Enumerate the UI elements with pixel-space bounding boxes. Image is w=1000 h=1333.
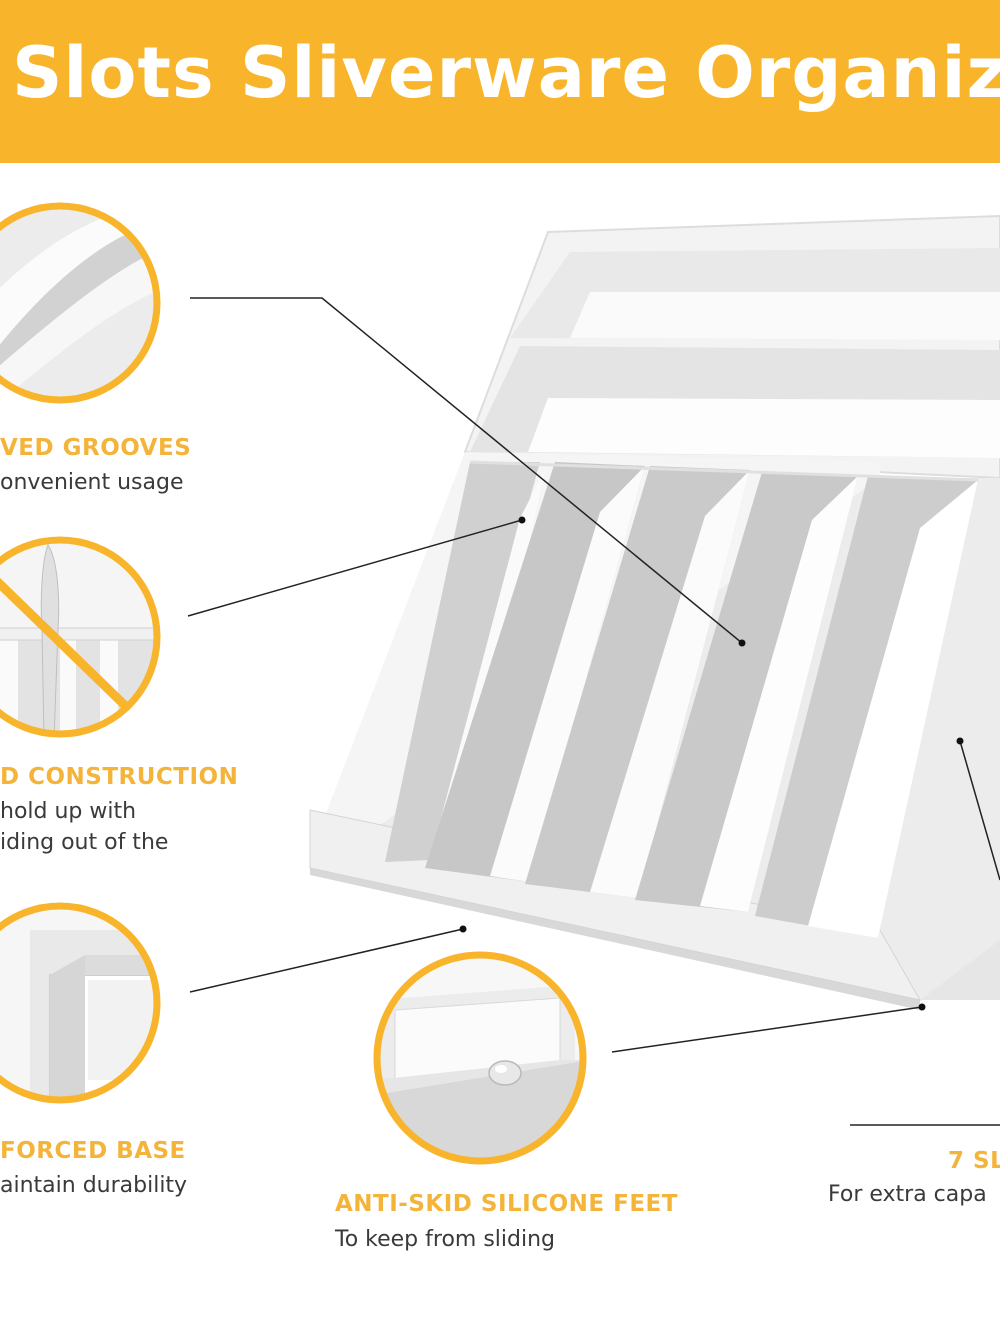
feature-title-feet: ANTI-SKID SILICONE FEET (335, 1191, 678, 1217)
banner-title: Slots Sliverware Organize (12, 32, 1000, 114)
tray-slot-4 (635, 472, 858, 912)
feature-title-slots: 7 SL (948, 1148, 1000, 1174)
feature-text-slots: For extra capa (828, 1182, 987, 1207)
feature-title-grooves: VED GROOVES (0, 435, 192, 461)
feature-text-construction-2: iding out of the (0, 830, 169, 855)
feature-text-base: aintain durability (0, 1173, 188, 1198)
feature-title-base: FORCED BASE (0, 1138, 186, 1164)
tray-slot-3 (525, 466, 750, 898)
silverware-tray (309, 214, 1000, 1010)
corner-base-closeup-icon (0, 902, 161, 1104)
tray-slot-5 (755, 476, 978, 938)
feature-title-construction: D CONSTRUCTION (0, 764, 239, 790)
product-illustration (0, 202, 1000, 1165)
curved-groove-closeup-icon (0, 202, 161, 404)
feature-text-construction-1: hold up with (0, 799, 137, 824)
feature-text-feet: To keep from sliding (335, 1227, 555, 1252)
feature-text-grooves: onvenient usage (0, 470, 184, 495)
silicone-foot-closeup-icon (373, 951, 587, 1165)
title-banner: Slots Sliverware Organize (0, 0, 1000, 163)
knife-in-slot-closeup-icon (0, 536, 161, 738)
product-scene: VED GROOVES onvenient usage D CONSTRUCTI… (0, 163, 1000, 1333)
leader-dots (459, 516, 964, 1011)
leader-lines (187, 297, 1000, 1126)
tray-slot-2 (425, 462, 645, 882)
